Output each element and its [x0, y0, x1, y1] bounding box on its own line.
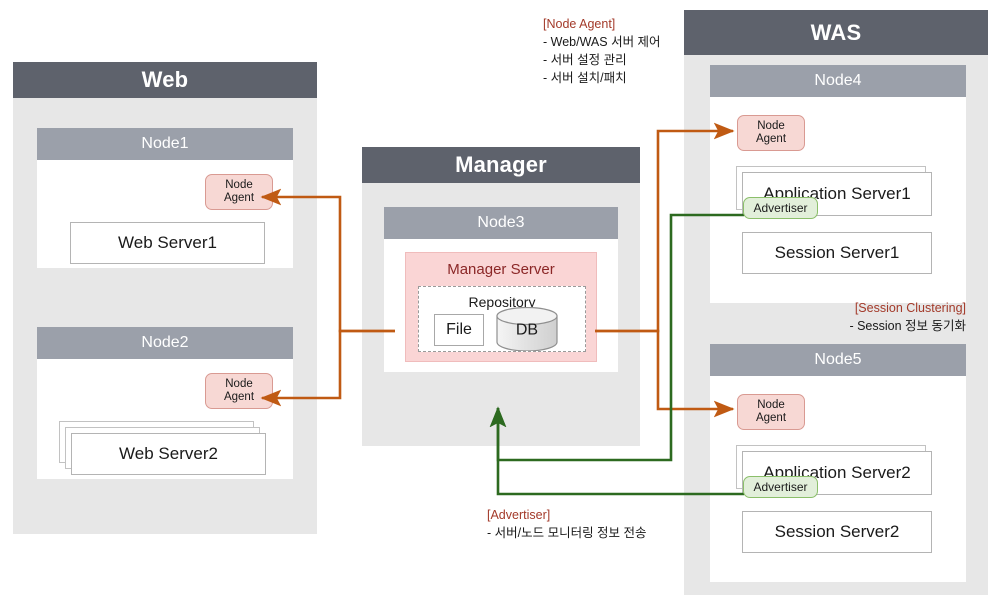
node-card-node5: Node5 Node Agent Application Server2 Adv… [710, 344, 966, 582]
annotation-advertiser-title: [Advertiser] [487, 508, 551, 522]
annotation-session-clustering: [Session Clustering] - Session 정보 동기화 [766, 299, 966, 335]
node2-agent-label-line2: Agent [223, 391, 255, 403]
connector-manager-to-node1-agent [260, 188, 395, 333]
annotation-node-agent: [Node Agent] - Web/WAS 서버 제어 - 서버 설정 관리 … [543, 15, 661, 88]
annotation-node-agent-line-1: - Web/WAS 서버 제어 [543, 35, 661, 50]
node2-title: Node2 [37, 327, 293, 359]
node5-title: Node5 [710, 344, 966, 376]
annotation-session-clustering-title: [Session Clustering] [854, 301, 966, 315]
node-card-node1: Node1 Node Agent Web Server1 [37, 128, 293, 268]
repository-box: Repository File [418, 286, 586, 352]
node5-body: Node Agent Application Server2 Advertise… [710, 376, 966, 582]
annotation-session-clustering-line-1: - Session 정보 동기화 [849, 319, 966, 334]
node4-node-agent-badge[interactable]: Node Agent [737, 115, 805, 151]
node4-title: Node4 [710, 65, 966, 97]
zone-was-title: WAS [684, 10, 988, 55]
node1-agent-label-line2: Agent [223, 192, 255, 204]
node5-agent-label-line1: Node [757, 398, 785, 411]
zone-manager: Manager Node3 Manager Server Repository … [362, 147, 640, 446]
connector-manager-to-node5-agent [595, 329, 735, 418]
node-card-node3: Node3 Manager Server Repository File [384, 207, 618, 372]
node4-agent-label-line1: Node [757, 119, 785, 132]
node-card-node4: Node4 Node Agent Application Server1 Adv… [710, 65, 966, 303]
annotation-node-agent-line-3: - 서버 설치/패치 [543, 71, 627, 86]
annotation-advertiser: [Advertiser] - 서버/노드 모니터링 정보 전송 [487, 506, 647, 542]
node1-body: Node Agent Web Server1 [37, 160, 293, 268]
zone-was: WAS Node4 Node Agent Application Server1… [684, 10, 988, 595]
node2-agent-label-line1: Node [225, 377, 253, 390]
node2-web-server[interactable]: Web Server2 [71, 433, 266, 475]
db-cylinder-icon[interactable]: DB [495, 306, 559, 352]
connector-manager-to-node2-agent [260, 329, 395, 407]
node4-session-server[interactable]: Session Server1 [742, 232, 932, 274]
annotation-node-agent-title: [Node Agent] [543, 17, 616, 31]
node5-session-server[interactable]: Session Server2 [742, 511, 932, 553]
node-card-node2: Node2 Node Agent Web Server2 [37, 327, 293, 479]
zone-manager-title: Manager [362, 147, 640, 183]
zone-web: Web Node1 Node Agent Web Server1 Node2 N… [13, 62, 317, 534]
node4-body: Node Agent Application Server1 Advertise… [710, 97, 966, 303]
node1-title: Node1 [37, 128, 293, 160]
node4-agent-label-line2: Agent [755, 133, 787, 145]
node3-title: Node3 [384, 207, 618, 239]
manager-server-label: Manager Server [447, 261, 555, 278]
zone-web-title: Web [13, 62, 317, 98]
manager-server-box[interactable]: Manager Server Repository File [405, 252, 597, 362]
repository-label: Repository [468, 294, 536, 310]
annotation-advertiser-line-1: - 서버/노드 모니터링 정보 전송 [487, 526, 647, 541]
node5-node-agent-badge[interactable]: Node Agent [737, 394, 805, 430]
node1-web-server[interactable]: Web Server1 [70, 222, 265, 264]
connector-node4-advertiser-to-manager [489, 213, 744, 462]
node4-advertiser-badge[interactable]: Advertiser [743, 197, 818, 219]
connector-manager-to-node4-agent [595, 122, 735, 333]
connector-node5-advertiser-to-manager [489, 406, 744, 496]
node1-agent-label-line1: Node [225, 178, 253, 191]
annotation-node-agent-line-2: - 서버 설정 관리 [543, 53, 627, 68]
node5-advertiser-badge[interactable]: Advertiser [743, 476, 818, 498]
node5-agent-label-line2: Agent [755, 412, 787, 424]
node3-body: Manager Server Repository File [384, 239, 618, 372]
file-store-box[interactable]: File [434, 314, 484, 346]
